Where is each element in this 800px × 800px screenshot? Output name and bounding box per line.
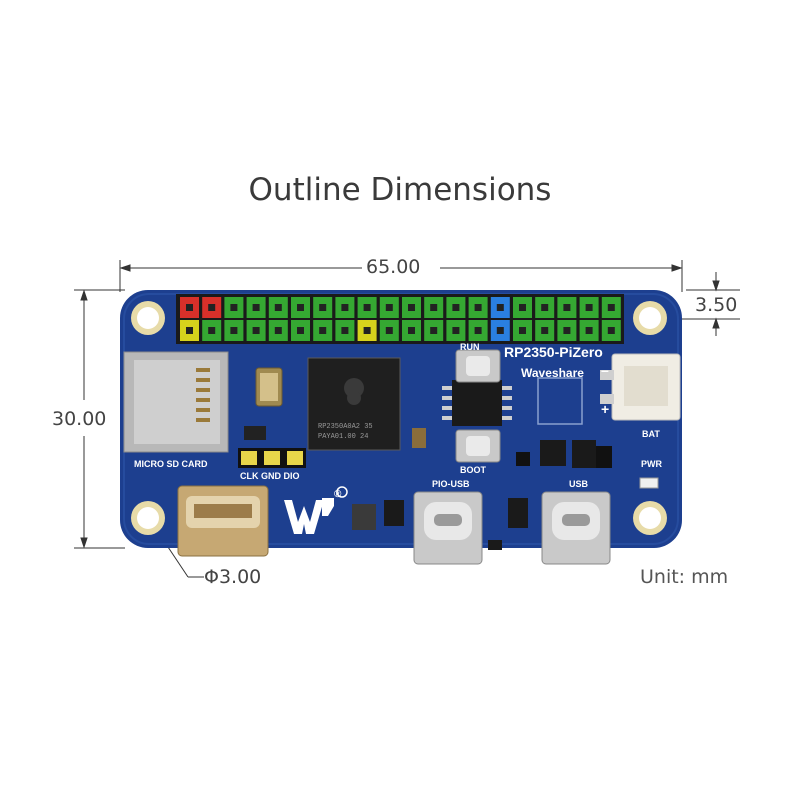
diagram-title: Outline Dimensions bbox=[248, 172, 552, 208]
bat-label: BAT bbox=[642, 429, 660, 439]
board-brand-label: Waveshare bbox=[521, 366, 584, 380]
width-dimension: 65.00 bbox=[366, 256, 421, 278]
board-model-label: RP2350-PiZero bbox=[504, 344, 603, 360]
mounting-holes bbox=[131, 301, 667, 535]
registered-mark: ® bbox=[334, 489, 342, 500]
hole-diameter-dimension: Φ3.00 bbox=[204, 566, 262, 588]
chip-marking-2: PAYA01.00 24 bbox=[318, 433, 368, 441]
header-pins bbox=[180, 297, 621, 341]
debug-label: CLK GND DIO bbox=[240, 471, 300, 481]
pio-usb-label: PIO-USB bbox=[432, 479, 470, 489]
micro-sd-label: MICRO SD CARD bbox=[134, 459, 208, 469]
dimension-lines bbox=[74, 260, 740, 578]
plus-label: + bbox=[601, 401, 609, 417]
boot-label: BOOT bbox=[460, 465, 487, 475]
run-label: RUN bbox=[460, 342, 480, 352]
hole-offset-dimension: 3.50 bbox=[695, 294, 738, 316]
minus-label: – bbox=[601, 362, 609, 378]
chip-marking-1: RP2350A0A2 35 bbox=[318, 423, 373, 431]
pcb-board bbox=[120, 290, 682, 548]
usb-port bbox=[541, 491, 611, 565]
battery-connector bbox=[600, 353, 681, 421]
usb-label: USB bbox=[569, 479, 589, 489]
pwr-label: PWR bbox=[641, 459, 662, 469]
waveshare-logo-icon bbox=[284, 486, 348, 534]
pio-usb-port bbox=[413, 491, 483, 565]
micro-sd-slot bbox=[123, 351, 229, 453]
height-dimension: 30.00 bbox=[52, 408, 107, 430]
mini-hdmi-port bbox=[177, 485, 269, 557]
flash-chip bbox=[452, 380, 502, 426]
run-button bbox=[455, 349, 501, 383]
boot-button bbox=[455, 429, 501, 463]
unit-label: Unit: mm bbox=[640, 566, 729, 588]
